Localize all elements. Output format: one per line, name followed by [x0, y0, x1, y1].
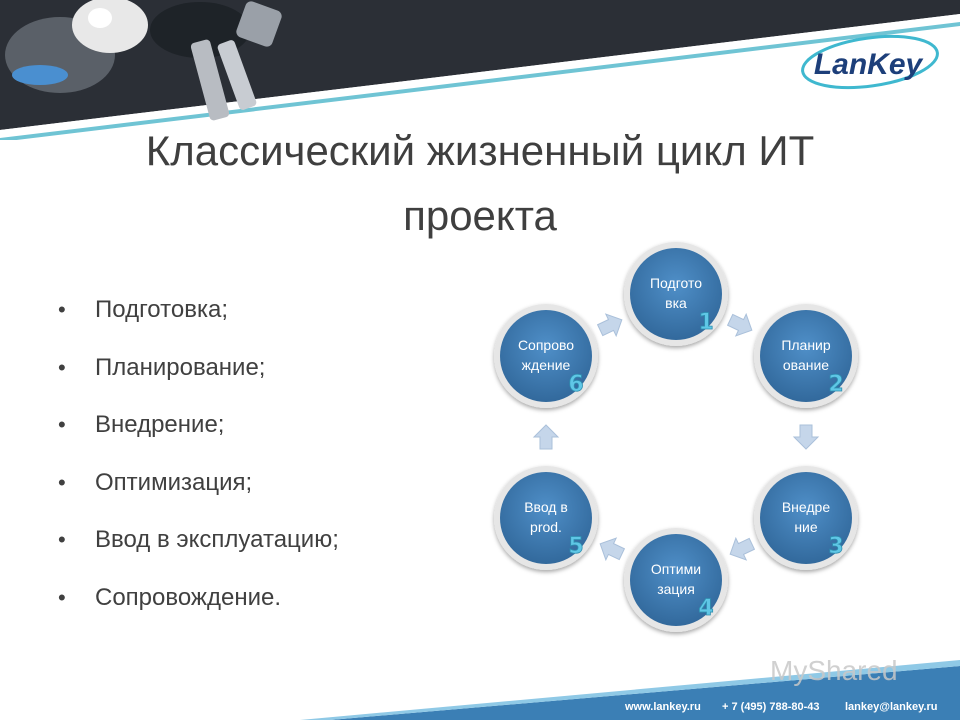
- slide-title-line2: проекта: [403, 192, 557, 239]
- list-item: • Планирование;: [58, 346, 339, 404]
- cycle-node: Ввод в prod. 5: [494, 466, 598, 570]
- node-number: 2: [828, 372, 843, 397]
- cycle-arrow-icon: [726, 312, 753, 337]
- list-item-text: Сопровождение.: [95, 583, 282, 611]
- list-item: • Внедрение;: [58, 403, 339, 461]
- list-item: • Оптимизация;: [58, 461, 339, 519]
- cycle-nodes: Подготовка1Планирование2Внедрение3Оптими…: [494, 242, 858, 632]
- node-circle: [630, 248, 722, 340]
- node-number: 3: [828, 534, 843, 559]
- cycle-arrow-icon: [596, 313, 623, 338]
- node-number: 4: [698, 596, 713, 621]
- cycle-arrow-icon: [532, 424, 560, 450]
- bullet-icon: •: [58, 354, 66, 380]
- footer-website: www.lankey.ru: [625, 701, 701, 713]
- phase-list: •Подготовка; •Планирование; •Внедрение; …: [58, 288, 339, 633]
- node-label: ние: [794, 519, 818, 535]
- node-label: Внедре: [782, 499, 831, 515]
- watermark-text: MyShared: [770, 655, 898, 686]
- list-item: • Сопровождение.: [58, 576, 339, 634]
- node-number: 5: [568, 534, 583, 559]
- node-label: вка: [665, 295, 687, 311]
- bullet-icon: •: [58, 584, 66, 610]
- node-label: Ввод в: [524, 499, 568, 515]
- bullet-icon: •: [58, 412, 66, 437]
- cycle-node: Подгото вка 1: [624, 242, 728, 346]
- bullet-icon: •: [58, 527, 66, 552]
- node-circle: [630, 534, 722, 626]
- node-label: Планир: [781, 337, 831, 353]
- cycle-arrow-icon: [792, 424, 820, 450]
- list-item: • Ввод в эксплуатацию;: [58, 518, 339, 576]
- node-circle: [500, 310, 592, 402]
- slide-title-line1: Классический жизненный цикл ИТ: [145, 127, 815, 174]
- node-label: Оптими: [651, 561, 701, 577]
- node-label: ование: [783, 357, 829, 373]
- cycle-arrow-icon: [729, 536, 756, 561]
- bullet-icon: •: [58, 469, 66, 495]
- node-label: Сопрово: [518, 337, 574, 353]
- list-item-text: Планирование;: [95, 353, 266, 381]
- list-item: • Подготовка;: [58, 288, 339, 346]
- header-banner: LanKey: [0, 0, 960, 140]
- node-number: 6: [568, 372, 583, 397]
- bullet-icon: •: [58, 297, 66, 322]
- node-circle: [760, 472, 852, 564]
- lifecycle-diagram: Подготовка1Планирование2Внедрение3Оптими…: [494, 242, 858, 632]
- lankey-logo: LanKey: [801, 34, 939, 90]
- node-label: prod.: [530, 519, 562, 535]
- node-number: 1: [698, 310, 713, 335]
- node-circle: [500, 472, 592, 564]
- footer-banner: [300, 660, 960, 720]
- list-item-text: Ввод в эксплуатацию;: [95, 526, 339, 553]
- footer-email: lankey@lankey.ru: [845, 701, 938, 713]
- cycle-node: Внедре ние 3: [754, 466, 858, 570]
- list-item-text: Оптимизация;: [95, 468, 253, 496]
- keys-photo: [5, 0, 282, 121]
- list-item-text: Подготовка;: [95, 296, 228, 323]
- node-label: зация: [657, 581, 695, 597]
- node-label: Подгото: [650, 275, 702, 291]
- logo-text: LanKey: [814, 48, 924, 81]
- cycle-arrow-icon: [599, 537, 626, 562]
- cycle-arrows: [532, 312, 820, 562]
- list-item-text: Внедрение;: [95, 411, 225, 438]
- node-label: ждение: [522, 357, 571, 373]
- node-circle: [760, 310, 852, 402]
- footer-phone: + 7 (495) 788-80-43: [722, 701, 820, 713]
